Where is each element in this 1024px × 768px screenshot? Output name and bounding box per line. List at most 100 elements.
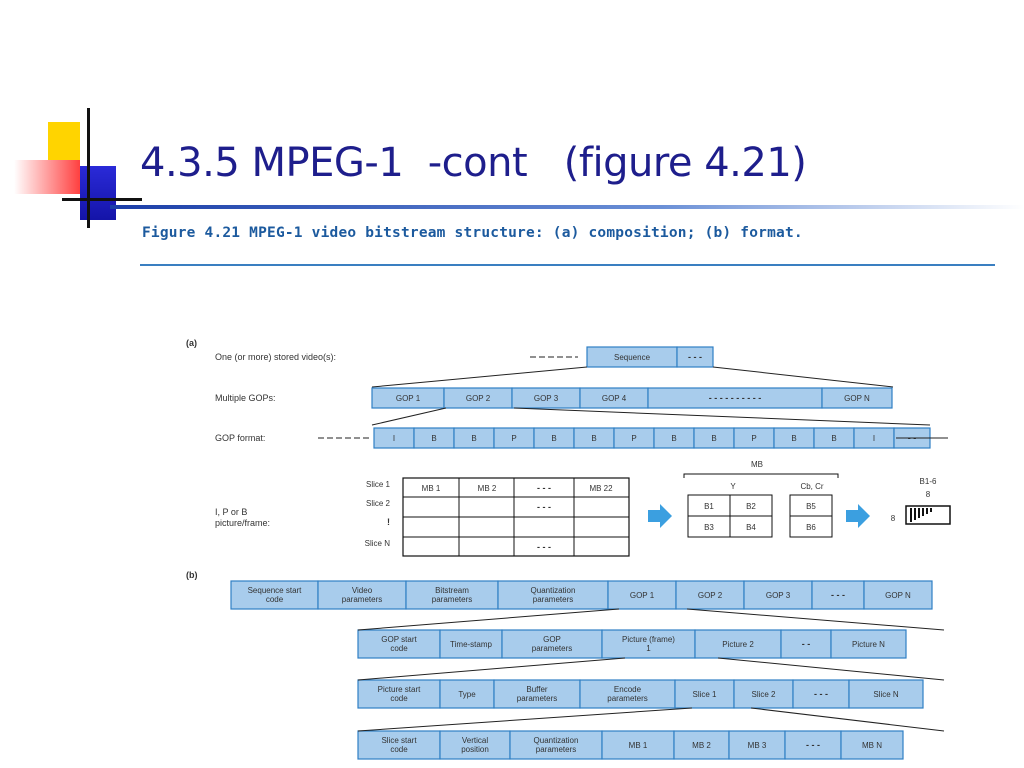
pixel-block-bar <box>930 508 932 512</box>
format-row-3-cell <box>792 679 850 709</box>
format-row-2-label: parameters <box>532 644 572 653</box>
format-row-1-cell <box>863 580 933 610</box>
logo-red-square <box>14 160 80 194</box>
gop-format-row-label: I <box>873 434 875 443</box>
logo-horizontal-line <box>62 198 142 201</box>
format-row-1-label: GOP 1 <box>630 591 655 600</box>
macroblock-header: MB 22 <box>589 484 613 493</box>
slide-title: 4.3.5 MPEG-1 -cont (figure 4.21) <box>140 140 807 186</box>
gop-format-row-label: P <box>631 434 636 443</box>
logo-vertical-line <box>87 108 90 228</box>
row-gop-label: Multiple GOPs: <box>215 393 276 403</box>
part-a-label: (a) <box>186 338 197 348</box>
format-row-2-cell <box>830 629 907 659</box>
format-row-2-label: 1 <box>646 644 651 653</box>
slice-label: Slice N <box>365 539 391 548</box>
fan-line <box>371 366 588 388</box>
fan-line <box>357 657 626 681</box>
slice-dash: - - - <box>537 502 551 512</box>
format-row-4-cell <box>784 730 842 760</box>
block-label: B5 <box>806 502 816 511</box>
format-row-1-cell <box>811 580 865 610</box>
format-row-1-label: GOP 2 <box>698 591 723 600</box>
sequence-row-label: Sequence <box>614 353 651 362</box>
fan-line <box>513 407 931 426</box>
slice-dash: - - - <box>537 542 551 552</box>
macroblock-header: - - - <box>537 483 551 493</box>
gop-format-row-label: B <box>671 434 676 443</box>
format-row-3-label: Slice 2 <box>751 690 776 699</box>
format-row-3-label: - - - <box>814 689 828 699</box>
gop-format-row-label: B <box>591 434 596 443</box>
format-row-2-label: GOP start <box>381 635 417 644</box>
format-row-1-label: - - - <box>831 590 845 600</box>
format-row-4-label: Vertical <box>462 736 488 745</box>
gop-format-row-label: B <box>471 434 476 443</box>
format-row-2-label: Time-stamp <box>450 640 492 649</box>
format-row-2-cell <box>780 629 832 659</box>
title-underline <box>110 205 1024 209</box>
format-row-3-label: Slice 1 <box>692 690 717 699</box>
y-label: Y <box>730 482 736 491</box>
format-row-1-cell <box>317 580 407 610</box>
fan-line <box>712 366 894 388</box>
sequence-row-cell <box>676 346 714 368</box>
format-row-4-cell <box>728 730 786 760</box>
fan-line <box>371 407 447 426</box>
gop-row-label: - - - - - - - - - - <box>709 393 761 403</box>
format-row-4-label: MB 1 <box>629 741 648 750</box>
format-row-4-cell <box>840 730 904 760</box>
format-row-1-label: Video <box>352 586 373 595</box>
frame-label: I, P or B <box>215 507 247 517</box>
format-row-3-label: Slice N <box>873 690 899 699</box>
fan-line <box>717 657 945 681</box>
gop-format-row-label: B <box>431 434 436 443</box>
format-row-1-label: Bitstream <box>435 586 469 595</box>
block-label: B3 <box>704 523 714 532</box>
slice-label: Slice 1 <box>366 480 391 489</box>
format-row-1-label: parameters <box>533 595 573 604</box>
gop-format-row-label: B <box>831 434 836 443</box>
fan-line <box>357 608 620 631</box>
slice-label: ! <box>387 517 390 527</box>
format-row-1-label: parameters <box>342 595 382 604</box>
fan-line <box>357 707 693 732</box>
format-row-4-label: position <box>461 745 489 754</box>
fan-line <box>686 608 945 631</box>
format-row-4-label: Slice start <box>381 736 417 745</box>
format-row-4-label: MB 2 <box>692 741 711 750</box>
row-gop-format-label: GOP format: <box>215 433 265 443</box>
caption-rule <box>140 264 995 266</box>
pixel-block-bar <box>910 508 912 522</box>
pixel-block <box>905 505 951 525</box>
gop-row-label: GOP 2 <box>466 394 491 403</box>
fan-line <box>750 707 945 732</box>
block-size-label: 8 <box>926 490 931 499</box>
format-row-3-cell <box>439 679 495 709</box>
format-row-2-cell <box>357 629 441 659</box>
format-row-3-label: Encode <box>614 685 642 694</box>
gop-row-label: GOP 1 <box>396 394 421 403</box>
row-sequence-label: One (or more) stored video(s): <box>215 352 336 362</box>
pixel-block-bar <box>914 508 916 520</box>
format-row-4-cell <box>601 730 675 760</box>
format-row-1-label: Quantization <box>531 586 576 595</box>
format-row-3-label: parameters <box>607 694 647 703</box>
gop-row-label: GOP 3 <box>534 394 559 403</box>
format-row-2-label: - - <box>802 639 811 649</box>
sequence-row-label: - - - <box>688 352 702 362</box>
format-row-1-label: GOP 3 <box>766 591 791 600</box>
format-row-1-label: Sequence start <box>248 586 303 595</box>
arrow-to-macroblock <box>648 504 672 528</box>
format-row-3-cell <box>357 679 441 709</box>
gop-row-cell <box>821 387 893 409</box>
format-row-4-label: Quantization <box>534 736 579 745</box>
macroblock-header: MB 1 <box>422 484 441 493</box>
format-row-1-label: parameters <box>432 595 472 604</box>
block-label: B2 <box>746 502 756 511</box>
format-row-2-cell <box>694 629 782 659</box>
arrow-to-block <box>846 504 870 528</box>
format-row-2-cell <box>501 629 603 659</box>
format-row-1-label: GOP N <box>885 591 911 600</box>
